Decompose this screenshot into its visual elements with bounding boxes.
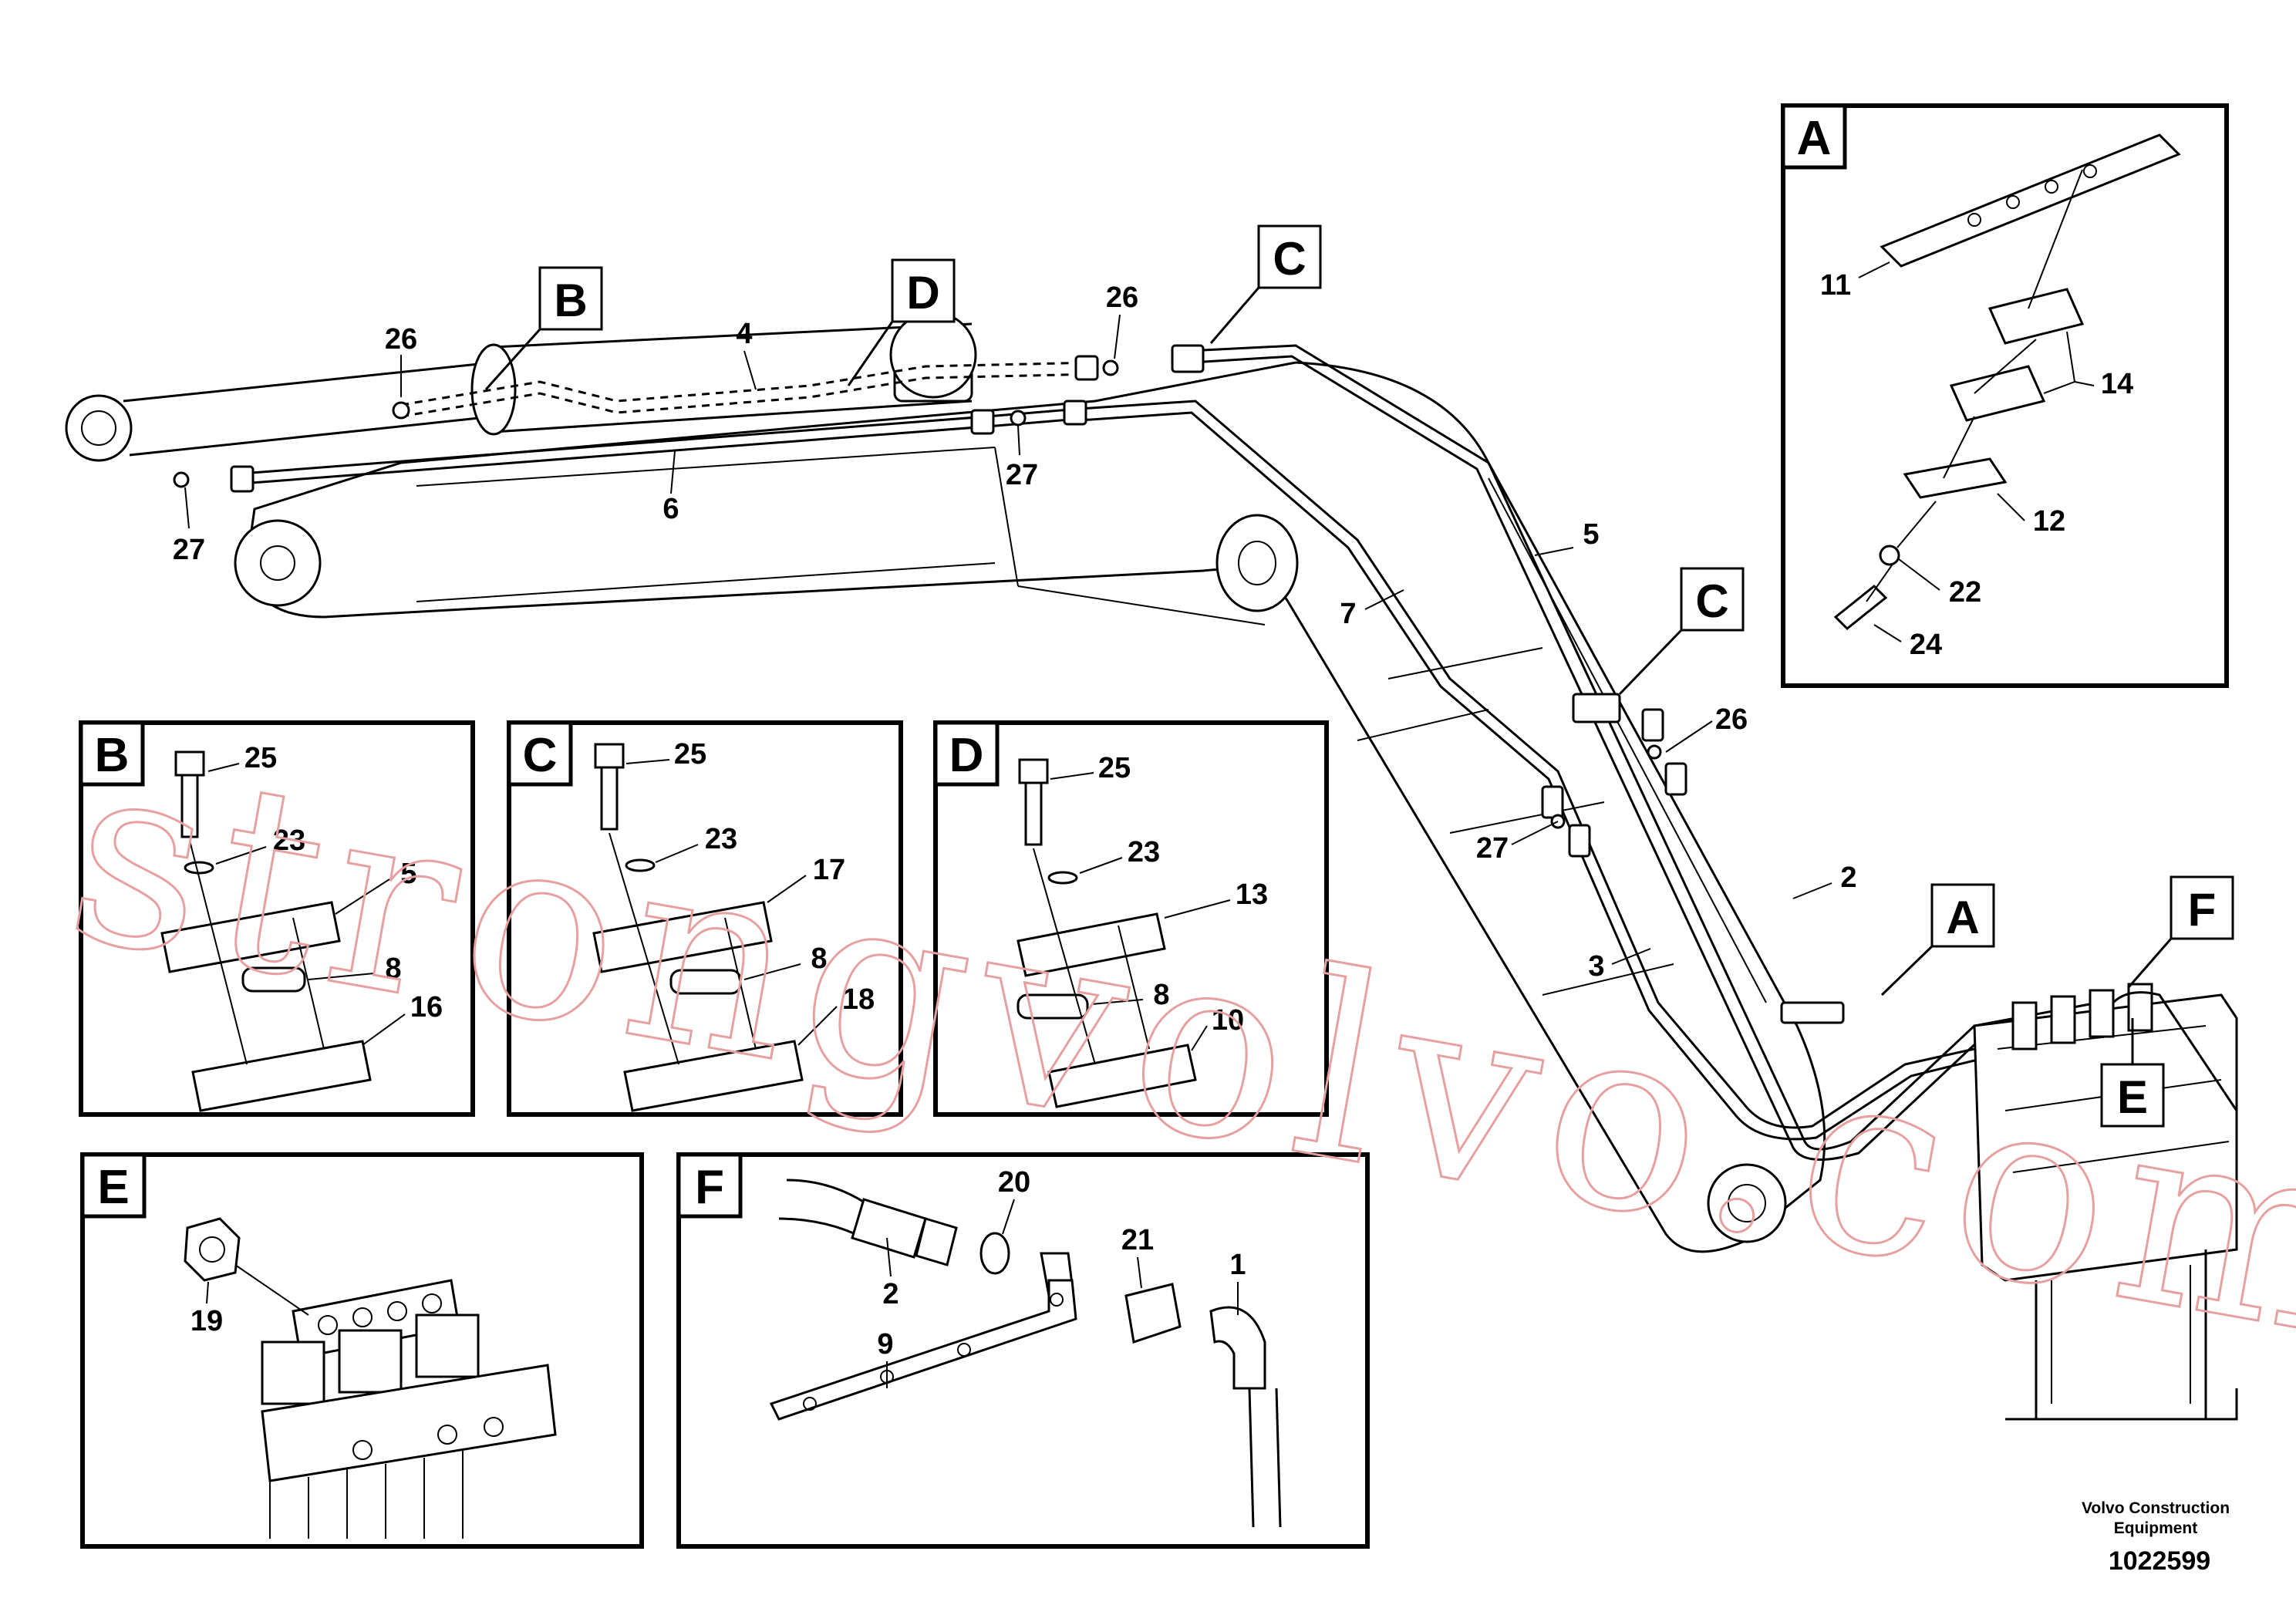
label-b-25: 25 <box>244 742 277 774</box>
label-c-23: 23 <box>705 823 737 855</box>
svg-text:F: F <box>2188 884 2217 936</box>
label-d-25: 25 <box>1098 752 1131 784</box>
boom-assembly <box>65 311 2238 1421</box>
label-b-23: 23 <box>273 824 305 857</box>
label-26-c: 26 <box>1715 703 1748 736</box>
label-26-a: 26 <box>385 323 417 356</box>
company-subtitle: Equipment <box>2114 1519 2198 1537</box>
callout-C-mid[interactable]: C <box>1618 567 1745 696</box>
callout-E[interactable]: E <box>2100 1018 2165 1128</box>
detail-box-E: E 19 <box>80 1152 644 1549</box>
company-name: Volvo Construction <box>2082 1499 2230 1517</box>
label-26-b: 26 <box>1106 282 1138 314</box>
label-c-25: 25 <box>674 738 706 771</box>
svg-text:F: F <box>695 1161 724 1214</box>
svg-text:D: D <box>949 729 984 782</box>
label-b-8: 8 <box>385 953 401 985</box>
detail-box-C: C 25 23 17 8 18 <box>507 720 903 1117</box>
hose-fittings <box>173 344 1845 1024</box>
label-a-11: 11 <box>1820 269 1851 302</box>
callout-C-top[interactable]: C <box>1209 224 1322 344</box>
hose-5 <box>1187 344 2099 1151</box>
label-d-23: 23 <box>1128 836 1160 868</box>
label-f-21: 21 <box>1121 1224 1154 1256</box>
label-c-8: 8 <box>811 943 827 975</box>
label-6: 6 <box>663 493 679 525</box>
label-d-8: 8 <box>1153 979 1169 1011</box>
label-e-19: 19 <box>190 1305 223 1337</box>
hose-7 <box>1079 400 1975 1129</box>
footer: Volvo Construction Equipment 1022599 <box>2082 1499 2230 1576</box>
label-2: 2 <box>1840 862 1856 894</box>
svg-text:C: C <box>1695 575 1728 627</box>
detail-box-D: D 25 23 13 8 10 <box>933 720 1329 1117</box>
boom-body <box>234 311 1826 1253</box>
callout-D[interactable]: D <box>847 258 956 386</box>
label-27-c: 27 <box>1476 832 1509 865</box>
drawing-number: 1022599 <box>2109 1546 2210 1576</box>
svg-text:C: C <box>523 729 558 782</box>
label-c-18: 18 <box>842 983 875 1016</box>
hose-6 <box>231 407 1081 476</box>
main-part-labels: 26 4 27 6 26 27 5 7 26 27 2 3 <box>173 282 1857 983</box>
svg-text:E: E <box>2117 1071 2148 1123</box>
label-f-1: 1 <box>1229 1249 1246 1281</box>
label-f-9: 9 <box>877 1328 893 1361</box>
label-27-b: 27 <box>1006 459 1038 491</box>
label-a-12: 12 <box>2033 505 2065 538</box>
label-f-2: 2 <box>882 1278 899 1310</box>
hose-4 <box>400 361 1096 406</box>
label-a-22: 22 <box>1949 576 1981 609</box>
detail-box-A: A 11 14 12 22 24 <box>1781 103 2229 688</box>
label-d-13: 13 <box>1236 878 1268 911</box>
label-4: 4 <box>736 318 752 350</box>
boom-cylinder <box>65 322 973 462</box>
svg-text:A: A <box>1797 112 1832 165</box>
svg-text:C: C <box>1273 233 1306 285</box>
label-d-10: 10 <box>1212 1004 1244 1037</box>
callout-F[interactable]: F <box>2127 875 2234 988</box>
svg-text:B: B <box>554 275 587 326</box>
label-27-a: 27 <box>173 534 205 566</box>
label-5: 5 <box>1583 518 1599 551</box>
detail-box-B: B 25 23 5 8 16 <box>79 720 475 1117</box>
label-c-17: 17 <box>813 854 845 886</box>
detail-box-F: F 20 21 1 2 9 <box>676 1152 1370 1549</box>
label-a-14: 14 <box>2101 368 2133 400</box>
label-7: 7 <box>1340 598 1356 630</box>
callout-A[interactable]: A <box>1880 883 1995 996</box>
svg-text:A: A <box>1946 892 1979 943</box>
svg-text:E: E <box>97 1161 129 1214</box>
callout-B[interactable]: B <box>484 266 603 391</box>
label-3: 3 <box>1588 950 1604 983</box>
control-valve-bank <box>1973 983 2238 1421</box>
svg-text:B: B <box>95 729 130 782</box>
label-b-5: 5 <box>400 858 416 890</box>
svg-text:D: D <box>906 267 939 319</box>
label-f-20: 20 <box>998 1166 1030 1199</box>
label-b-16: 16 <box>410 991 443 1023</box>
label-a-24: 24 <box>1910 629 1942 661</box>
